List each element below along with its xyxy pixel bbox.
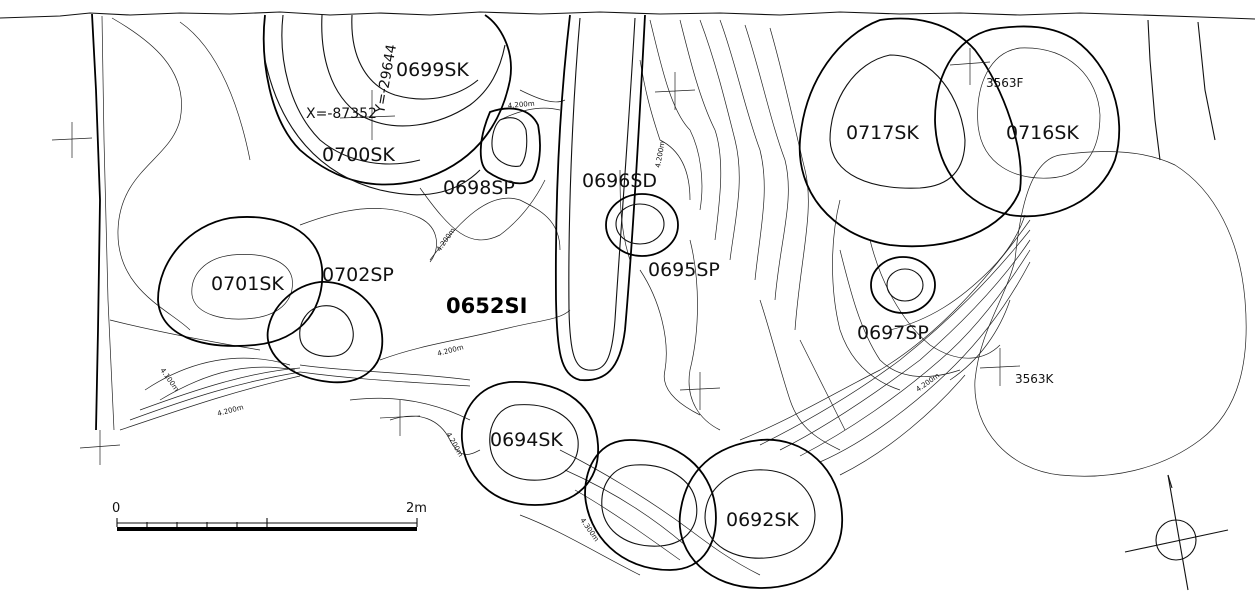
contour-label: 4.200m	[436, 343, 464, 358]
pit-0692sk-inner	[704, 469, 816, 559]
label-0652si: 0652SI	[446, 294, 527, 318]
scale-end-label: 2m	[406, 501, 427, 516]
scale-bar: 0 2m	[112, 501, 427, 531]
label-0698sp: 0698SP	[443, 177, 515, 199]
east-wall-b	[1197, 21, 1216, 141]
contour-labels: 4.200m 4.200m 4.200m 4.200m 4.100m 4.200…	[158, 100, 941, 544]
contour-label: 4.200m	[654, 140, 667, 168]
pit-0697sp	[870, 256, 936, 314]
pit-0716sk	[934, 25, 1121, 218]
pit-0694sk-inner	[489, 404, 579, 481]
pit-0716sk-inner	[977, 47, 1101, 179]
label-0717sk: 0717SK	[846, 122, 919, 144]
label-0700sk: 0700SK	[322, 144, 395, 166]
pit-0717sk-inner	[829, 54, 966, 189]
pit-0701sk-inner	[191, 254, 293, 320]
pit-0698sp	[479, 107, 541, 185]
label-0695sp: 0695SP	[648, 259, 720, 281]
label-0699sk: 0699SK	[396, 59, 469, 81]
pit-0702sp-inner	[299, 305, 354, 357]
contour-label: 4.300m	[578, 517, 600, 544]
label-3563f: 3563F	[986, 76, 1024, 90]
label-0716sk: 0716SK	[1006, 122, 1079, 144]
ditch-0696sd	[554, 14, 646, 382]
scale-start-label: 0	[112, 501, 120, 516]
ground-edge	[0, 11, 1255, 20]
pit-0692sk	[678, 438, 843, 589]
contour-label: 4.200m	[507, 100, 535, 110]
contour-label: 4.200m	[435, 226, 457, 253]
pit-0702sp	[266, 281, 384, 384]
north-arrow	[1124, 474, 1229, 591]
pit-0695sp-inner	[615, 203, 665, 245]
label-x-coord: X=-87352	[306, 106, 377, 122]
pit-0717sk	[798, 17, 1022, 248]
west-wall-inner	[101, 15, 115, 431]
feature-labels: 0699SK 0700SK 0698SP 0696SD 0695SP 0717S…	[211, 59, 1079, 531]
label-0694sk: 0694SK	[490, 429, 563, 451]
pit-0697sp-inner	[886, 268, 924, 302]
pit-0701sk	[157, 216, 324, 347]
label-0696sd: 0696SD	[582, 170, 657, 192]
pit-unlabeled	[584, 439, 717, 571]
grid-crosses	[51, 48, 1021, 465]
west-wall	[91, 13, 101, 431]
label-0697sp: 0697SP	[857, 322, 929, 344]
label-3563k: 3563K	[1015, 372, 1055, 386]
label-0702sp: 0702SP	[322, 264, 394, 286]
pit-0699sk	[262, 14, 512, 186]
pit-0700sk	[264, 59, 481, 196]
ditch-0696sd-inner	[568, 17, 636, 371]
pit-0694sk	[461, 381, 599, 506]
label-0692sk: 0692SK	[726, 509, 799, 531]
pit-0698sp-inner	[491, 117, 528, 167]
east-wall	[1147, 19, 1161, 161]
feature-3563k	[974, 151, 1247, 477]
label-0701sk: 0701SK	[211, 273, 284, 295]
pit-unlabeled-inner	[601, 464, 698, 547]
pit-0695sp	[605, 193, 679, 257]
contour-label: 4.200m	[216, 403, 244, 418]
